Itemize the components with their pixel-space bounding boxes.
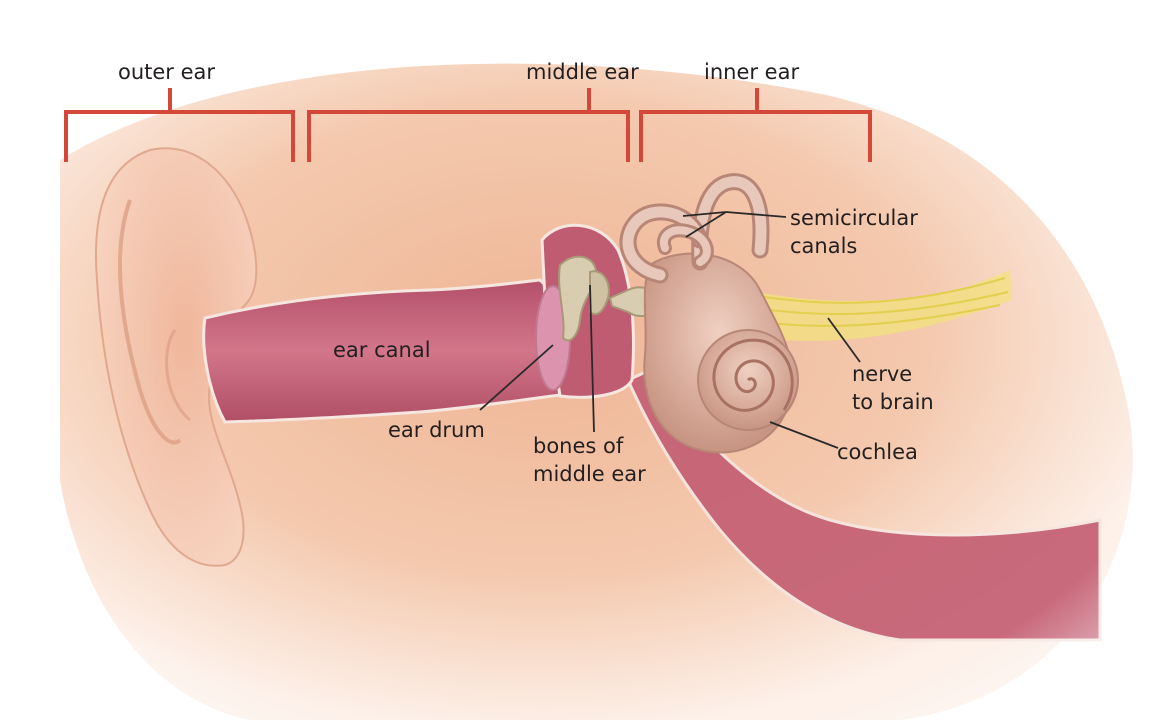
ear-canal-label: ear canal xyxy=(333,336,431,364)
bones-label-line1: bones of xyxy=(533,432,623,460)
nerve-label-line2: to brain xyxy=(852,388,934,416)
ear-drum-label: ear drum xyxy=(388,416,485,444)
semicircular-label-line1: semicircular xyxy=(790,204,918,232)
bones-label-line2: middle ear xyxy=(533,460,646,488)
semicircular-label-line2: canals xyxy=(790,232,857,260)
inner-ear-label: inner ear xyxy=(704,58,799,86)
nerve-label-line1: nerve xyxy=(852,360,912,388)
middle-ear-label: middle ear xyxy=(526,58,639,86)
outer-ear-label: outer ear xyxy=(118,58,215,86)
cochlea-label: cochlea xyxy=(837,438,918,466)
